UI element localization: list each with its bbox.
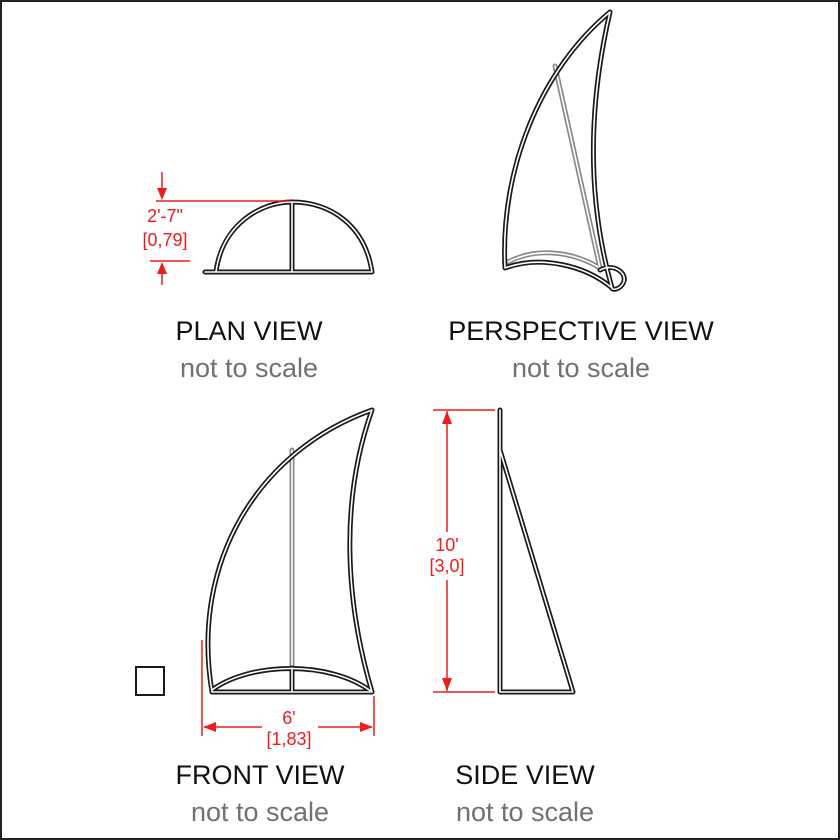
plan-view-title: PLAN VIEW xyxy=(175,316,323,346)
plan-height-dimension: 2'-7" [0,79] xyxy=(142,172,290,285)
plan-frame xyxy=(202,199,375,275)
plan-view-drawing: 2'-7" [0,79] xyxy=(142,172,375,285)
side-view-note: not to scale xyxy=(456,797,594,827)
perspective-view-note: not to scale xyxy=(512,353,650,383)
front-view-title: FRONT VIEW xyxy=(175,760,345,790)
square-symbol xyxy=(135,666,165,696)
plan-dim-imperial: 2'-7" xyxy=(147,206,183,226)
plan-dim-metric: [0,79] xyxy=(142,230,187,250)
side-dim-metric: [3,0] xyxy=(429,556,464,576)
side-height-dimension: 10' [3,0] xyxy=(429,409,495,693)
plan-view-note: not to scale xyxy=(180,353,318,383)
perspective-view-title: PERSPECTIVE VIEW xyxy=(448,316,714,346)
front-width-dimension: 6' [1,83] xyxy=(201,640,375,749)
side-view-title: SIDE VIEW xyxy=(455,760,595,790)
front-view-note: not to scale xyxy=(191,797,329,827)
front-view-drawing xyxy=(205,407,375,695)
perspective-view-drawing xyxy=(502,9,627,292)
front-dim-imperial: 6' xyxy=(282,708,295,728)
side-dim-imperial: 10' xyxy=(435,535,458,555)
side-view-drawing xyxy=(497,407,576,695)
front-dim-metric: [1,83] xyxy=(266,729,311,749)
